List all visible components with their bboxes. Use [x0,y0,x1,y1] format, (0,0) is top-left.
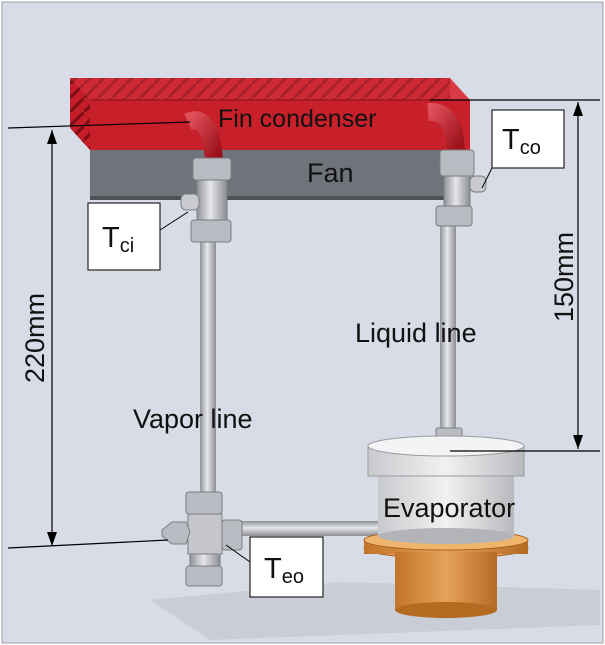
tci-sub: ci [120,235,134,257]
svg-text:Teo: Teo [264,553,304,588]
fin-condenser [70,78,470,150]
dimension-arrows [47,102,583,546]
liquid-line-label: Liquid line [355,318,477,348]
tco-tag: Tco [491,109,565,169]
dimension-lines [7,99,600,549]
vapor-line-pipe [200,240,216,500]
teo-tag: Teo [249,536,324,598]
tco-main: T [502,124,520,156]
fan-label: Fan [307,158,354,188]
tci-tag: Tci [87,202,161,271]
teo-sub: eo [282,566,304,588]
tco-sub: co [520,137,541,159]
tci-main: T [102,222,120,254]
dim-150-label: 150mm [549,232,579,322]
svg-text:Tco: Tco [502,124,541,159]
cross-fitting [161,491,243,587]
liquid-line-pipe [440,225,456,430]
thermocouple-leaders [159,167,493,563]
evaporator-label: Evaporator [383,493,515,523]
teo-main: T [264,553,282,585]
tco-leader [481,167,493,189]
evaporator [367,435,525,544]
teo-leader [225,544,251,563]
dim-220-bottom-extension [7,539,169,549]
fan [90,150,470,200]
inlet-fitting [180,157,232,243]
dim-220-label: 220mm [20,293,50,383]
evaporator-connection-pipe [232,521,382,536]
vapor-line-label: Vapor line [133,404,253,434]
condenser-outlet-bend [427,103,465,153]
condenser-inlet-bend [184,111,223,161]
dim-220-top-extension [7,121,191,129]
fin-condenser-label: Fin condenser [218,105,376,133]
svg-text:Tci: Tci [102,222,134,257]
tci-leader [159,211,189,231]
